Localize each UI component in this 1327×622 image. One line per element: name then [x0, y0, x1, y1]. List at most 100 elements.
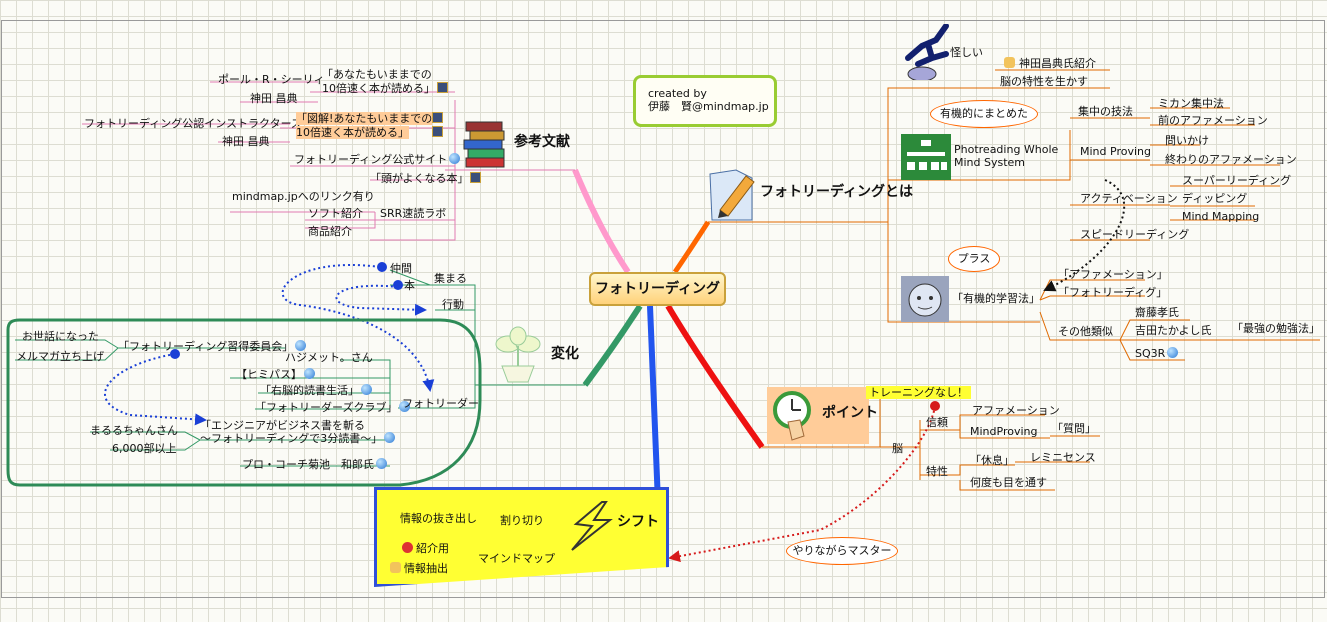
book-icon	[437, 82, 448, 93]
about-title[interactable]: フォトリーディングとは	[760, 184, 914, 200]
point-rest: 「休息」	[970, 454, 1014, 467]
henka-title[interactable]: 変化	[551, 346, 579, 362]
about-pre-affirm: 前のアファメーション	[1158, 114, 1268, 127]
ref-instructors: フォトリーディング公認インストラクターズ	[84, 117, 303, 130]
ref-book-2-icon-wrap	[430, 112, 443, 125]
web-link-icon[interactable]	[384, 432, 396, 443]
about-question: 問いかけ	[1165, 134, 1209, 147]
point-no-training: トレーニングなし！	[866, 386, 971, 399]
henka-koudou: 行動	[442, 298, 464, 311]
ref-author-2: 神田 昌典	[250, 92, 298, 105]
ref-book-2a: 「図解!あなたもいままでの	[296, 112, 433, 125]
about-affirmation: 「アファメーション」	[1058, 268, 1168, 281]
ref-book-1b: 10倍速く本が読める」	[322, 82, 448, 95]
point-reminiscence: レミニセンス	[1030, 451, 1096, 464]
henka-himipass: 【ヒミパス】	[236, 368, 315, 381]
point-traits: 特性	[926, 465, 948, 478]
organic-callout: 有機的にまとめた	[930, 100, 1038, 128]
about-study-method: 「最強の勉強法」	[1232, 322, 1320, 335]
about-organic-learning: 「有機的学習法」	[952, 292, 1040, 305]
henka-hajimet: ハジメット。さん	[285, 351, 373, 364]
thinking-face-icon	[901, 276, 949, 322]
web-link-icon[interactable]	[304, 368, 315, 379]
henka-engineer-b: ～フォトリーディングで3分読書～」	[200, 432, 396, 445]
central-topic[interactable]: フォトリーディング	[589, 272, 726, 306]
about-yoshida: 吉田たかよし氏	[1135, 324, 1212, 337]
canvas-frame	[1, 20, 1325, 598]
henka-maruru: まるるちゃんさん	[90, 424, 178, 437]
henka-6000: 6,000部以上	[112, 442, 177, 455]
shift-info: 情報抽出	[390, 562, 448, 575]
shift-area	[374, 487, 669, 587]
books-icon	[463, 121, 505, 168]
lightning-icon	[571, 501, 613, 551]
about-saito: 齋藤孝氏	[1135, 306, 1179, 319]
henka-kikuchi: プロ・コーチ菊池 和郎氏	[242, 458, 387, 471]
ref-products: 商品紹介	[308, 225, 352, 238]
henka-mailmag: メルマガ立ち上げ	[16, 350, 104, 363]
system-diagram-icon	[901, 134, 951, 180]
shift-intro: 紹介用	[402, 542, 449, 555]
no-entry-icon	[402, 542, 413, 553]
henka-nakama: 仲間	[390, 262, 412, 275]
ref-mindmap-link: mindmap.jpへのリンク有り	[232, 190, 375, 203]
web-link-icon[interactable]	[449, 153, 461, 164]
pencil-icon	[709, 169, 755, 221]
plus-callout: プラス	[948, 246, 1000, 272]
henka-atsumaru: 集まる	[434, 272, 467, 285]
about-mikan: ミカン集中法	[1158, 97, 1224, 110]
about-mindmapping: Mind Mapping	[1182, 210, 1260, 223]
about-end-affirm: 終わりのアファメーション	[1165, 153, 1297, 166]
thumbs-up-icon	[1004, 57, 1015, 68]
point-repeat: 何度も目を通す	[970, 476, 1047, 489]
refs-title[interactable]: 参考文献	[514, 134, 570, 150]
jumping-person-icon	[905, 24, 949, 80]
clock-hand-icon	[773, 391, 811, 441]
created-by-label: created by	[648, 87, 707, 100]
web-link-icon[interactable]	[399, 401, 411, 412]
about-concentration: 集中の技法	[1078, 105, 1133, 118]
point-question: 「質問」	[1052, 422, 1096, 435]
point-trust: 信頼	[926, 416, 948, 429]
created-by-author: 伊藤 賢@mindmap.jp	[648, 100, 769, 113]
ref-book-2b: 10倍速く本が読める」	[296, 126, 409, 139]
about-speedreading: スピードリーディング	[1080, 228, 1190, 241]
about-prws-b: Mind System	[954, 156, 1026, 169]
ref-author-3: 神田 昌典	[222, 135, 270, 148]
ref-srr-lab: SRR速読ラボ	[380, 207, 447, 220]
about-photoreadig: 「フォトリーディグ」	[1058, 286, 1168, 299]
henka-readers-club: 「フォトリーダーズクラブ」	[255, 401, 411, 414]
shift-extract: 情報の抜き出し	[400, 512, 477, 525]
about-dipping: ディッピング	[1182, 192, 1248, 205]
book-icon	[470, 172, 482, 183]
about-mindproving: Mind Proving	[1080, 145, 1151, 158]
master-callout: やりながらマスター	[786, 537, 898, 565]
about-superreading: スーパーリーディング	[1182, 174, 1292, 187]
ref-book-3: 「頭がよくなる本」	[370, 172, 482, 185]
created-by-note: created by 伊藤 賢@mindmap.jp	[633, 75, 777, 127]
henka-photoreader: フォトリーダー	[402, 397, 479, 410]
about-ayashii: 怪しい	[950, 46, 983, 59]
web-link-icon[interactable]	[1167, 347, 1179, 358]
henka-osewa: お世話になった	[22, 330, 99, 343]
henka-committee: 「フォトリーディング習得委員会」	[118, 340, 307, 353]
book-icon	[432, 112, 443, 123]
about-similar: その他類似	[1058, 325, 1113, 338]
ref-book-2b-icon-wrap	[430, 126, 443, 139]
ref-book-1a: 「あなたもいままでの	[322, 68, 432, 81]
about-kanda: 神田昌典氏紹介	[1004, 57, 1096, 70]
web-link-icon[interactable]	[295, 340, 307, 351]
about-prws-a: Photreading Whole	[954, 143, 1059, 156]
book-icon	[432, 126, 443, 137]
shift-title[interactable]: シフト	[617, 514, 659, 530]
ref-software: ソフト紹介	[308, 207, 363, 220]
ref-official-site[interactable]: フォトリーディング公式サイト	[294, 153, 461, 166]
henka-engineer-a: 「エンジニアがビジネス書を斬る	[200, 419, 365, 432]
web-link-icon[interactable]	[361, 384, 372, 395]
point-title[interactable]: ポイント	[822, 405, 878, 421]
plant-icon	[495, 326, 541, 383]
henka-hon: 本	[404, 279, 415, 292]
web-link-icon[interactable]	[376, 458, 387, 469]
thumbs-up-icon	[390, 562, 401, 573]
ref-author-1: ポール・R・シーリィ	[218, 73, 325, 86]
